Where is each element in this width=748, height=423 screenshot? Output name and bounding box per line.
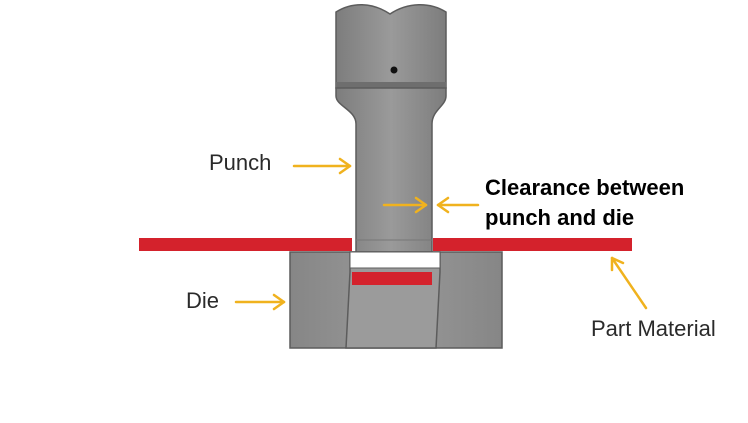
die xyxy=(289,251,503,349)
die-arrow xyxy=(234,293,286,311)
part-material-label: Part Material xyxy=(591,316,716,341)
punched-slug xyxy=(352,272,432,285)
part-material-arrow xyxy=(610,256,648,310)
punch xyxy=(335,4,447,269)
clearance-label-line2: punch and die xyxy=(485,205,635,230)
clearance-label-line1: Clearance between xyxy=(485,175,685,200)
punch-label: Punch xyxy=(209,150,272,175)
clearance-arrow-right xyxy=(436,196,480,214)
part-material-sheet xyxy=(139,238,632,285)
punch-arrow xyxy=(292,157,352,175)
clearance-arrow-left xyxy=(382,196,428,214)
die-label: Die xyxy=(186,288,220,313)
punch-hole-dot xyxy=(390,66,398,74)
